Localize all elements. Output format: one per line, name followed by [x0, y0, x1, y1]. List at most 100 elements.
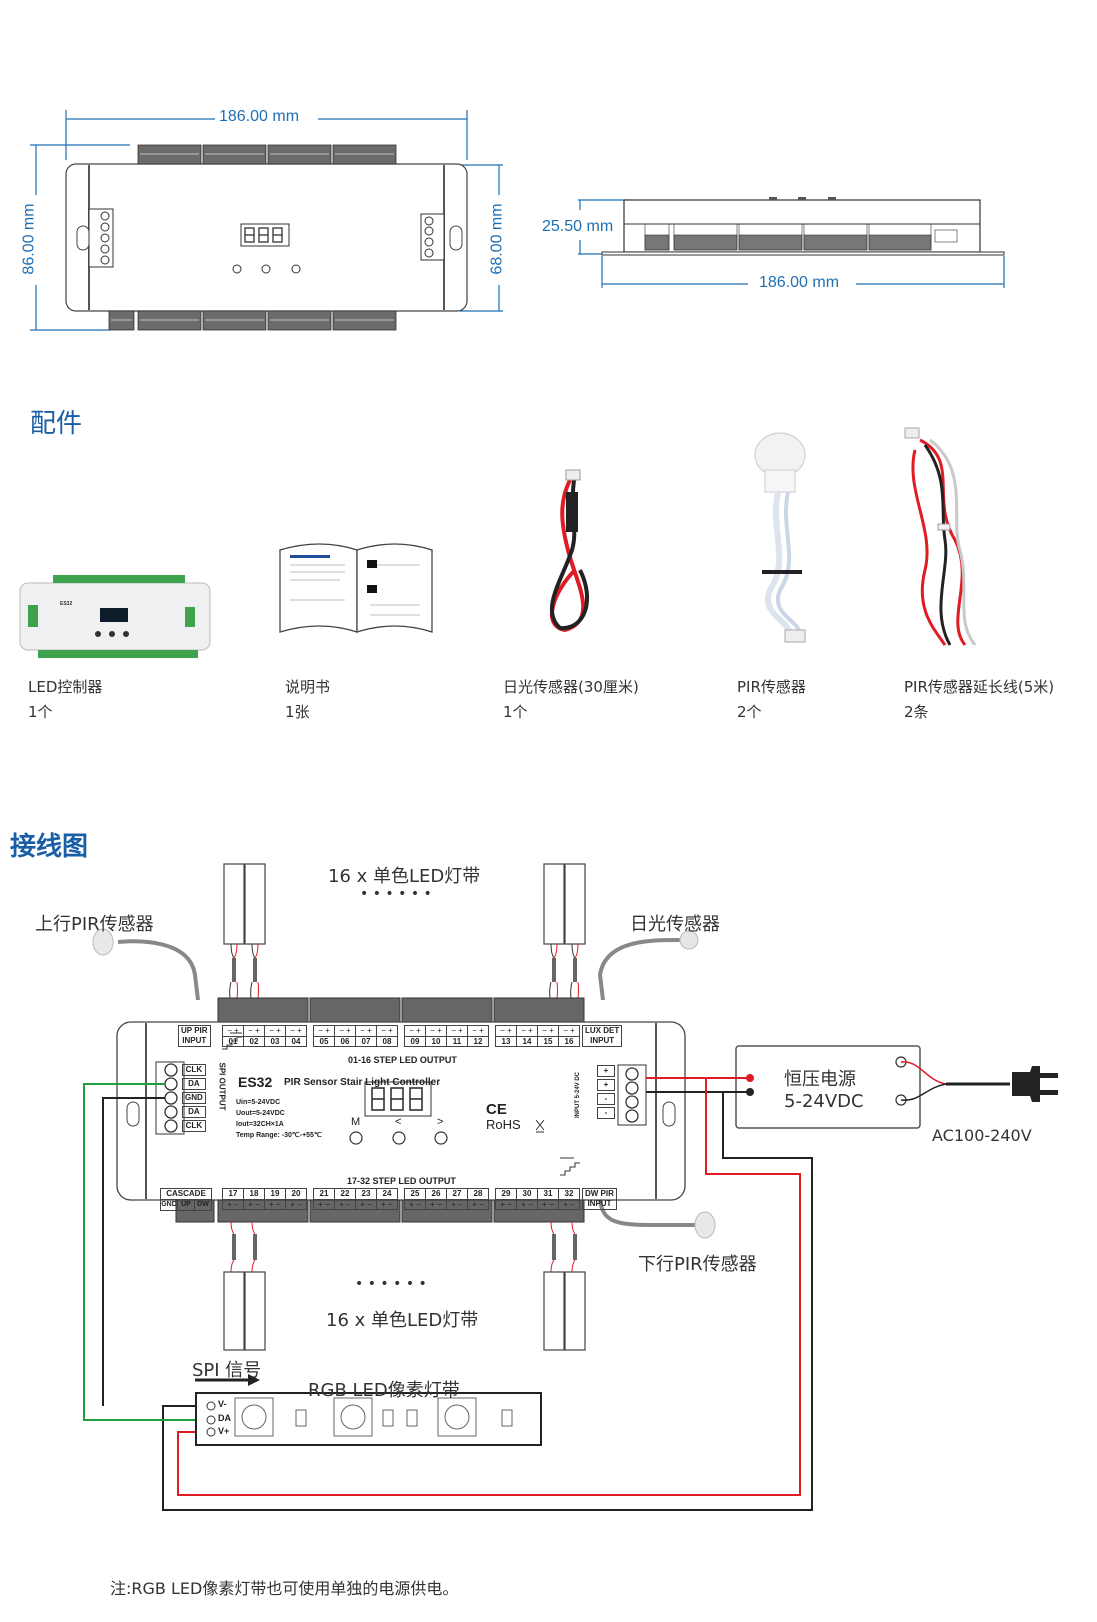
channel-terminal: 28+ − — [468, 1189, 488, 1209]
channel-terminal: − +07 — [356, 1026, 377, 1046]
power-pin-label: - — [597, 1093, 615, 1105]
channel-group: − +01− +02− +03− +04 — [222, 1025, 307, 1047]
top-terminal-blocks — [217, 997, 585, 1023]
ac-plug-icon — [1012, 1066, 1058, 1102]
channel-terminal: 26+ − — [426, 1189, 447, 1209]
channel-terminal: − +02 — [244, 1026, 265, 1046]
psu-title: 恒压电源 — [784, 1069, 856, 1090]
channel-number: 29 — [496, 1189, 516, 1200]
channel-number: 13 — [501, 1037, 511, 1046]
channel-group: 21+ −22+ −23+ −24+ − — [313, 1188, 398, 1210]
top-dots: • • • • • • — [360, 886, 432, 902]
channel-number: 15 — [543, 1037, 553, 1046]
controller-name: PIR Sensor Stair Light Controller — [284, 1077, 441, 1088]
spi-pin-label: CLK — [182, 1064, 206, 1076]
channel-polarity: − + — [538, 1026, 558, 1037]
channel-terminal: − +15 — [538, 1026, 559, 1046]
channel-number: 32 — [559, 1189, 579, 1200]
accessory-qty: 2个 — [737, 703, 762, 721]
right-height-dimension: 68.00 mm — [488, 203, 506, 275]
channel-number: 20 — [286, 1189, 306, 1200]
channel-terminal: − +16 — [559, 1026, 579, 1046]
channel-number: 02 — [249, 1037, 259, 1046]
pir-sensor-image — [754, 432, 806, 643]
channel-number: 05 — [319, 1037, 329, 1046]
channel-polarity: − + — [496, 1026, 516, 1037]
channel-number: 04 — [291, 1037, 301, 1046]
svg-text:ES32: ES32 — [60, 601, 72, 607]
channel-terminal: 29+ − — [496, 1189, 517, 1209]
spi-output-label: SPI OUTPUT — [217, 1062, 227, 1111]
channel-number: 22 — [335, 1189, 355, 1200]
wiring-diagram — [83, 863, 1058, 1511]
channel-group: − +09− +10− +11− +12 — [404, 1025, 489, 1047]
accessory-name: PIR传感器延长线(5米) — [904, 678, 1055, 696]
daylight-sensor-label: 日光传感器 — [630, 914, 720, 935]
channel-polarity: + − — [430, 1200, 442, 1209]
channel-terminal: 20+ − — [286, 1189, 306, 1209]
button-left-icon — [392, 1131, 406, 1145]
weee-icon — [535, 1119, 545, 1133]
extension-cable-image — [904, 427, 977, 646]
channel-number: 16 — [564, 1037, 574, 1046]
top-left-led-strips — [223, 863, 266, 945]
channel-group: 17+ −18+ −19+ −20+ − — [222, 1188, 307, 1210]
channel-number: 26 — [426, 1189, 446, 1200]
top-right-led-strips — [543, 863, 586, 945]
channel-number: 24 — [377, 1189, 397, 1200]
footnote: 注:RGB LED像素灯带也可使用单独的电源供电。 — [110, 1579, 459, 1598]
accessory-name: 日光传感器(30厘米) — [503, 678, 639, 696]
up-pir-label: 上行PIR传感器 — [35, 914, 154, 935]
accessory-qty: 1个 — [503, 703, 528, 721]
channel-number: 11 — [452, 1037, 462, 1046]
channel-terminal: − +01 — [223, 1026, 244, 1046]
channel-polarity: − + — [517, 1026, 537, 1037]
rgb-strip-label: RGB LED像素灯带 — [308, 1380, 460, 1401]
channel-polarity: + − — [269, 1200, 281, 1209]
channel-polarity: + − — [227, 1200, 239, 1209]
channel-number: 03 — [270, 1037, 280, 1046]
controller-specs: Uin=5-24VDC Uout=5-24VDC Iout=32CH×1A Te… — [236, 1099, 322, 1139]
accessory-name: PIR传感器 — [737, 678, 806, 696]
left-height-dimension: 86.00 mm — [20, 203, 38, 275]
bottom-strip-label: 16 x 单色LED灯带 — [326, 1310, 479, 1331]
channel-polarity: + − — [451, 1200, 463, 1209]
stair-down-icon — [560, 1157, 580, 1176]
channel-terminal: 17+ − — [223, 1189, 244, 1209]
channel-number: 28 — [468, 1189, 488, 1200]
up-pir-input-label: UP PIR INPUT — [178, 1025, 211, 1047]
rohs-mark: RoHS — [486, 1117, 521, 1132]
spi-pin-label: DA — [182, 1106, 206, 1118]
channel-polarity: + − — [248, 1200, 260, 1209]
bottom-output-label: 17-32 STEP LED OUTPUT — [347, 1176, 456, 1186]
dw-pir-input-label: DW PIR INPUT — [582, 1188, 617, 1210]
channel-polarity: + − — [318, 1200, 330, 1209]
spi-pin-label: DA — [182, 1078, 206, 1090]
spi-pin-label: CLK — [182, 1120, 206, 1132]
button-right-label: > — [437, 1116, 444, 1128]
channel-polarity: − + — [468, 1026, 488, 1037]
channel-polarity: − + — [356, 1026, 376, 1037]
channel-polarity: − + — [223, 1026, 243, 1037]
daylight-sensor-image — [549, 469, 590, 633]
accessory-name: 说明书 — [285, 678, 331, 696]
channel-number: 19 — [265, 1189, 285, 1200]
channel-number: 25 — [405, 1189, 425, 1200]
accessory-qty: 2条 — [904, 703, 929, 721]
channel-terminal: − +11 — [447, 1026, 468, 1046]
bottom-led-strips — [223, 1271, 586, 1351]
channel-terminal: 31+ − — [538, 1189, 559, 1209]
channel-polarity: − + — [286, 1026, 306, 1037]
channel-polarity: − + — [265, 1026, 285, 1037]
button-m-label: M — [351, 1116, 361, 1128]
channel-number: 01 — [228, 1037, 238, 1046]
top-width-dimension: 186.00 mm — [219, 108, 300, 125]
channel-terminal: − +12 — [468, 1026, 488, 1046]
daylight-sensor-icon — [679, 930, 699, 950]
controller-model: ES32 — [238, 1074, 273, 1090]
channel-terminal: − +06 — [335, 1026, 356, 1046]
channel-polarity: + − — [381, 1200, 393, 1209]
channel-polarity: − + — [335, 1026, 355, 1037]
rgb-pin-da: DA — [218, 1413, 231, 1423]
channel-number: 30 — [517, 1189, 537, 1200]
